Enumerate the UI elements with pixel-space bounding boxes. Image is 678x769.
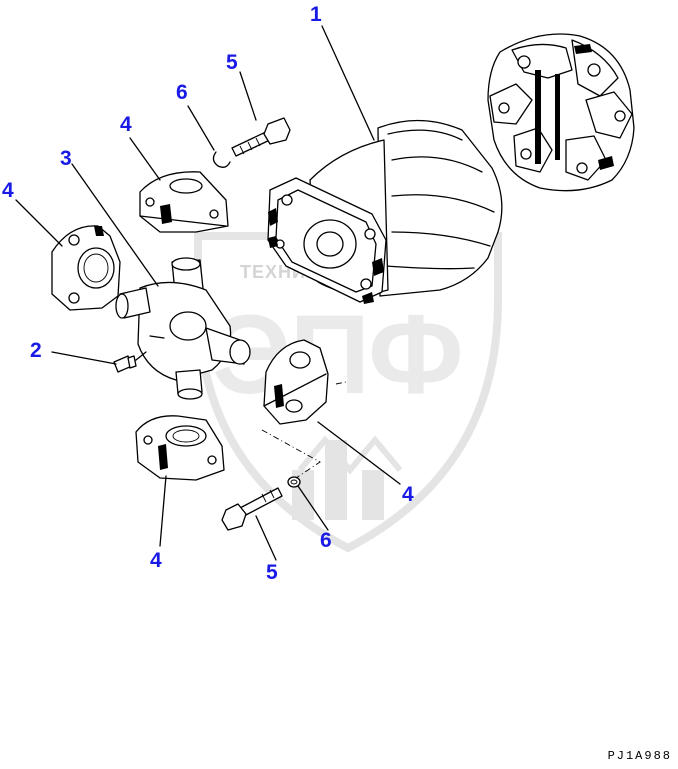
watermark-logo-text: ЭПФ bbox=[212, 292, 464, 417]
bearing-cap-part-4-bottom bbox=[135, 415, 225, 481]
bearing-cap-part-4-right bbox=[263, 339, 329, 425]
leader-lines bbox=[15, 25, 401, 561]
callout-5-bottom: 5 bbox=[266, 561, 278, 584]
callout-3: 3 bbox=[60, 147, 72, 170]
callout-4-right: 4 bbox=[402, 483, 414, 506]
lock-washer-part-6-top bbox=[212, 151, 231, 168]
callout-4-top: 4 bbox=[120, 113, 132, 136]
assembly-guide-lines bbox=[261, 381, 347, 479]
callout-1: 1 bbox=[310, 3, 322, 26]
watermark-shield bbox=[194, 232, 502, 553]
bolt-part-5-bottom bbox=[221, 487, 283, 531]
grease-nipple-part-2 bbox=[113, 351, 147, 373]
bearing-cap-part-4-left bbox=[51, 225, 121, 311]
bolt-part-5-top bbox=[231, 117, 291, 157]
callout-4-bottom: 4 bbox=[150, 549, 162, 572]
rubber-coupling-element bbox=[487, 33, 635, 192]
lock-washer-part-6-bottom bbox=[287, 476, 301, 488]
drawing-code: PJ1A988 bbox=[607, 749, 672, 763]
callout-5-top: 5 bbox=[226, 51, 238, 74]
callout-6-bottom: 6 bbox=[320, 529, 332, 552]
callout-2: 2 bbox=[30, 339, 42, 362]
universal-joint-spider-part-3 bbox=[115, 257, 251, 400]
bearing-cap-part-4-top bbox=[139, 171, 229, 233]
callout-6-top: 6 bbox=[176, 81, 188, 104]
coupling-body-part-1 bbox=[267, 119, 503, 304]
callout-4-left: 4 bbox=[2, 179, 14, 202]
